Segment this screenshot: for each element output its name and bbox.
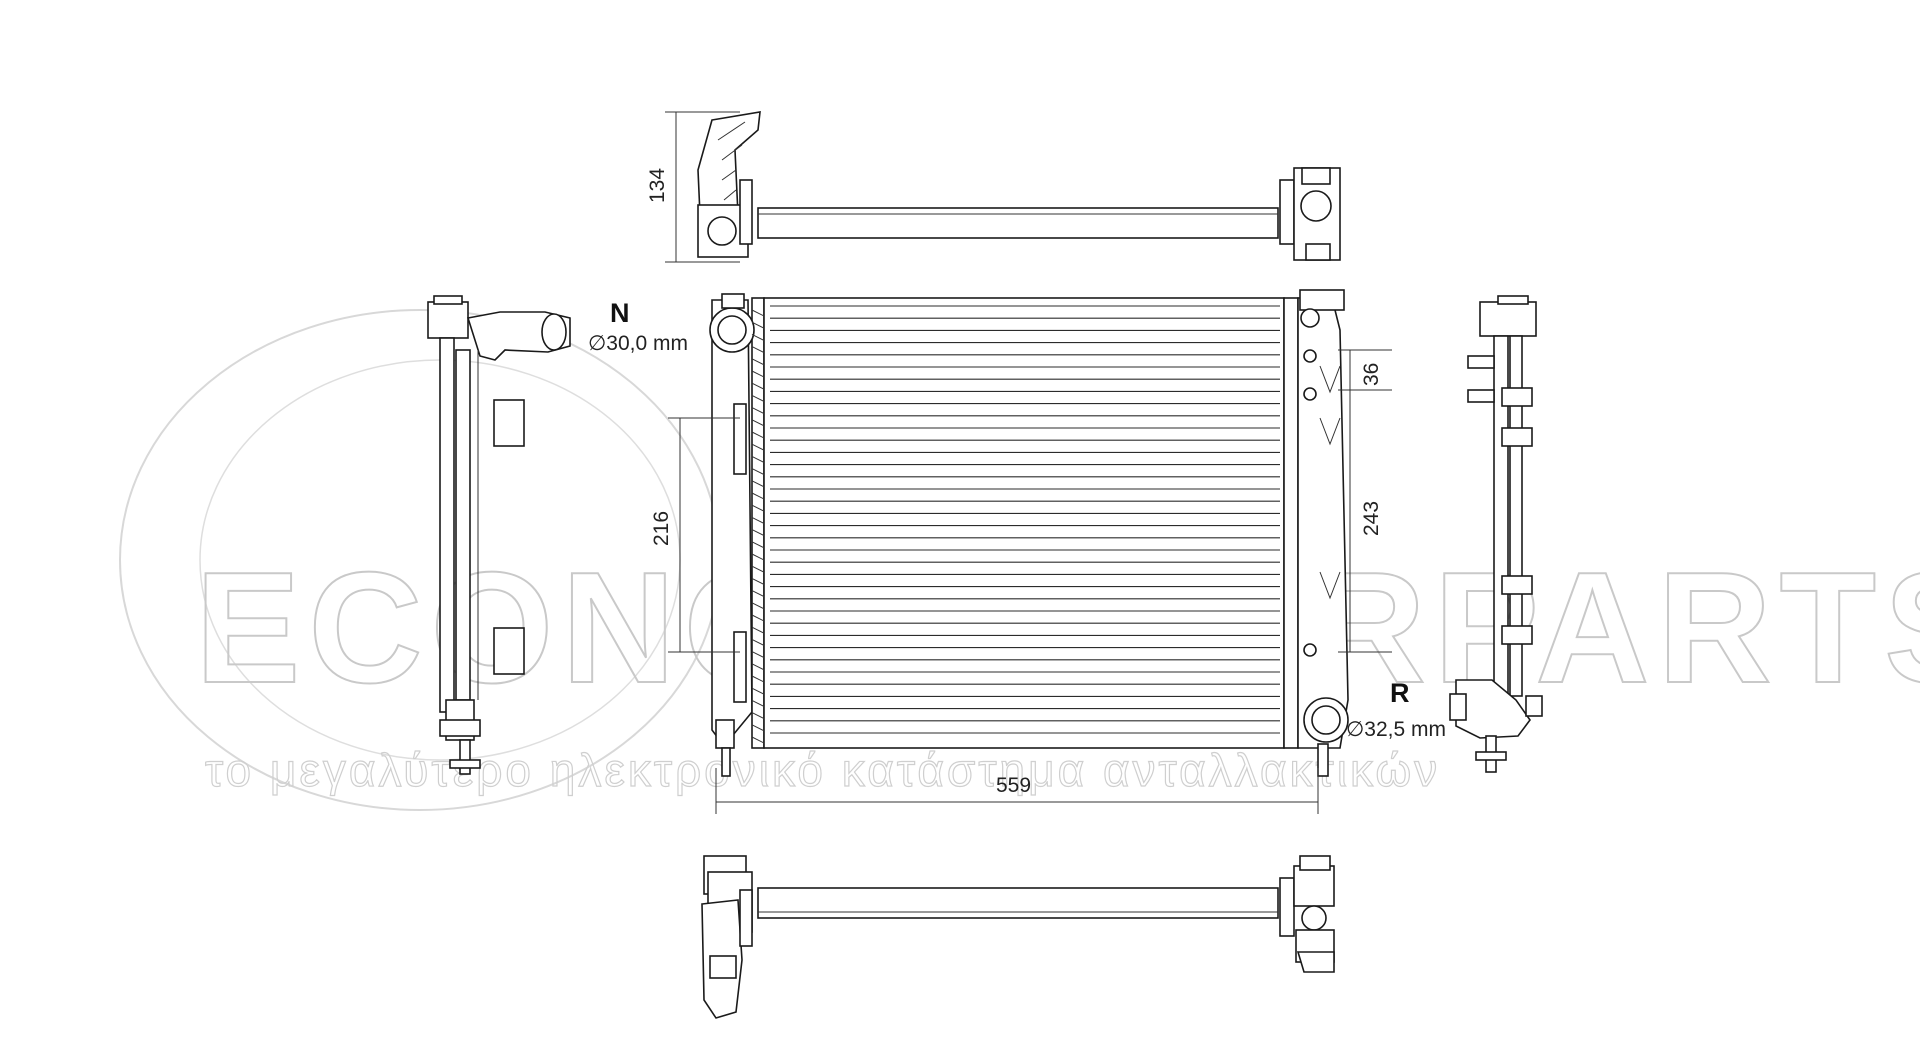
tank-notch [751, 663, 765, 671]
tank-notch [751, 687, 765, 695]
tank-notch [751, 468, 765, 476]
tank-notch [751, 407, 765, 415]
tank-notch [751, 480, 765, 488]
dimension-width: 559 [996, 774, 1031, 797]
tank-notch [751, 638, 765, 646]
tank-notch [751, 492, 765, 500]
inlet-letter: N [610, 298, 630, 328]
tank-notch [751, 394, 765, 402]
bottom-view [701, 855, 1335, 1019]
top-tank-bar [757, 207, 1279, 239]
tank-notch [751, 675, 765, 683]
dimension-top-height: 134 [646, 168, 669, 203]
tank-notch [751, 516, 765, 524]
dimension-right-height: 243 [1360, 501, 1383, 536]
radiator-core [763, 297, 1285, 749]
tank-notch [751, 651, 765, 659]
tank-notch [751, 577, 765, 585]
tank-notch [751, 724, 765, 732]
tank-notch [751, 553, 765, 561]
left-side-view [427, 295, 571, 775]
tank-notch [751, 382, 765, 390]
tank-notch [751, 736, 765, 744]
tank-notch [751, 626, 765, 634]
inlet-diameter-label: ∅30,0 mm [588, 332, 688, 355]
tank-notch [751, 565, 765, 573]
tank-notch [751, 541, 765, 549]
tank-notch [751, 443, 765, 451]
outlet-diameter-label: ∅32,5 mm [1346, 718, 1446, 741]
tank-notch [751, 419, 765, 427]
tank-notch [751, 712, 765, 720]
tank-notch [751, 358, 765, 366]
tank-notch [751, 431, 765, 439]
tank-notch [751, 602, 765, 610]
tank-notch [751, 614, 765, 622]
bottom-tank-bar [757, 887, 1279, 919]
tank-notch [751, 370, 765, 378]
tank-notch [751, 699, 765, 707]
tank-notch [751, 455, 765, 463]
tank-notch [751, 309, 765, 317]
front-view: 216 36 243 559 [650, 289, 1392, 814]
outlet-letter: R [1390, 678, 1410, 708]
tank-notch [751, 333, 765, 341]
right-side-view [1449, 295, 1543, 773]
tank-notch [751, 321, 765, 329]
tank-notch [751, 346, 765, 354]
dimension-core-height: 216 [650, 511, 673, 546]
dimension-mount-offset: 36 [1360, 363, 1383, 386]
watermark-tagline: το μεγαλύτερο ηλεκτρονικό κατάστημα αντα… [205, 744, 1440, 796]
tank-notch [751, 590, 765, 598]
top-view: 134 [646, 111, 1341, 263]
tank-notch [751, 504, 765, 512]
tank-notch [751, 529, 765, 537]
